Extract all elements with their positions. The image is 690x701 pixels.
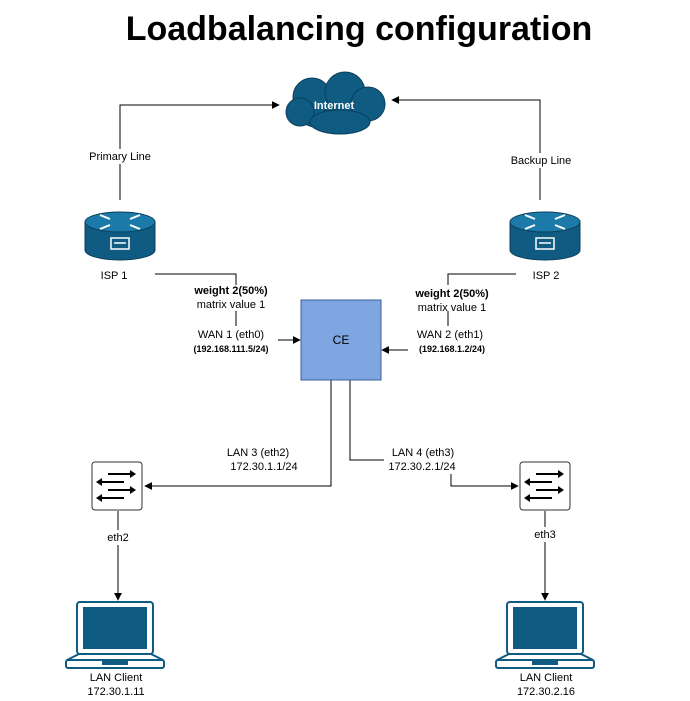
backup-line-label: Backup Line: [511, 155, 572, 167]
eth3-label-group: eth3: [529, 527, 561, 542]
primary-line-connector: [119, 101, 280, 200]
wan1-ip: (192.168.111.5/24): [193, 344, 268, 354]
ce-node: CE: [300, 299, 382, 381]
wan2-iface: WAN 2 (eth1): [417, 329, 483, 341]
lan4-ip: 172.30.2.1/24: [388, 461, 455, 473]
wan1-iface: WAN 1 (eth0): [198, 329, 264, 341]
isp1-label: ISP 1: [101, 270, 128, 282]
laptop-icon: [65, 601, 165, 669]
wan1-labels: weight 2(50%) matrix value 1 WAN 1 (eth0…: [186, 285, 278, 354]
isp2-node: ISP 2: [509, 211, 581, 282]
wan2-ip: (192.168.1.2/24): [419, 344, 485, 354]
lan4-iface: LAN 4 (eth3): [392, 447, 454, 459]
diagram-title: Loadbalancing configuration: [126, 10, 593, 48]
eth3-label: eth3: [534, 529, 555, 541]
client2-node: LAN Client 172.30.2.16: [495, 601, 595, 698]
cloud-icon: [285, 71, 386, 135]
internet-node: Internet: [285, 71, 386, 135]
switch-icon: [519, 461, 571, 511]
backup-line-connector: [391, 96, 541, 200]
client1-ip: 172.30.1.11: [87, 686, 144, 698]
switch-icon: [91, 461, 143, 511]
wan2-weight: weight 2(50%): [414, 288, 489, 300]
lan3-labels: LAN 3 (eth2) 172.30.1.1/24: [216, 446, 298, 474]
switch-right-node: [519, 461, 571, 511]
isp1-node: ISP 1: [84, 211, 156, 282]
ce-box: [300, 299, 382, 381]
primary-line-label: Primary Line: [89, 151, 151, 163]
lan3-connector: [144, 380, 332, 490]
switch-left-node: [91, 461, 143, 511]
primary-line-label-group: Primary Line: [86, 149, 156, 164]
lan4-labels: LAN 4 (eth3) 172.30.2.1/24: [384, 446, 464, 474]
backup-line-label-group: Backup Line: [508, 153, 574, 168]
client1-name: LAN Client: [90, 672, 143, 684]
laptop-icon: [495, 601, 595, 669]
eth2-label-group: eth2: [102, 530, 134, 545]
ce-label: CE: [333, 333, 350, 347]
eth2-label: eth2: [107, 532, 128, 544]
wan1-matrix: matrix value 1: [197, 299, 265, 311]
client2-name: LAN Client: [520, 672, 573, 684]
lan3-ip: 172.30.1.1/24: [230, 461, 297, 473]
wan2-matrix: matrix value 1: [418, 302, 486, 314]
lan3-iface: LAN 3 (eth2): [227, 447, 289, 459]
client2-ip: 172.30.2.16: [517, 686, 575, 698]
router-icon: [84, 211, 156, 261]
internet-label: Internet: [314, 100, 355, 112]
wan2-labels: weight 2(50%) matrix value 1 WAN 2 (eth1…: [408, 285, 500, 354]
router-icon: [509, 211, 581, 261]
client1-node: LAN Client 172.30.1.11: [65, 601, 165, 698]
wan1-weight: weight 2(50%): [193, 285, 268, 297]
isp2-label: ISP 2: [533, 270, 560, 282]
